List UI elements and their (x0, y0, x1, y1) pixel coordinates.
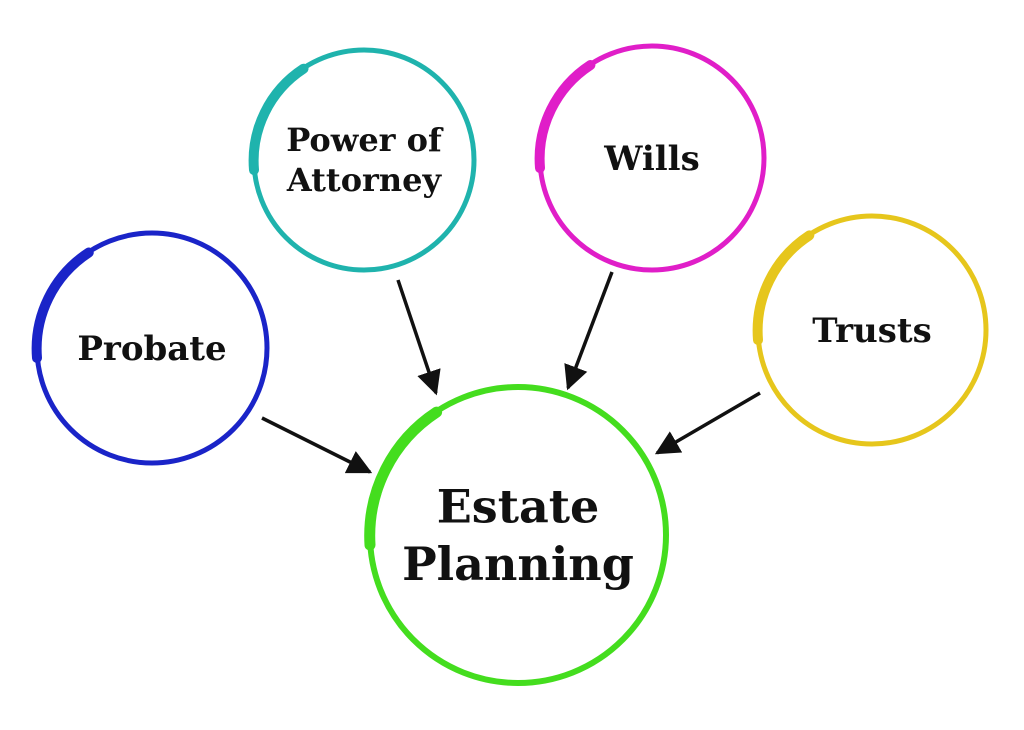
power-of-attorney-label: Power of (286, 121, 444, 159)
probate-arrow (261, 416, 373, 474)
power-of-attorney-brush-stroke (248, 63, 309, 175)
wills-arrow (564, 271, 614, 391)
wills-brush-stroke (534, 60, 596, 173)
probate-label: Probate (77, 329, 226, 369)
estate-planning-label: Estate (437, 479, 600, 533)
power-of-attorney-label: Attorney (286, 161, 443, 199)
probate-brush-stroke (31, 247, 94, 363)
trusts-arrow (654, 391, 761, 455)
wills-label: Wills (603, 139, 699, 179)
trusts-brush-stroke (752, 230, 815, 345)
estate-planning-label: Planning (402, 537, 634, 591)
trusts-label: Trusts (812, 311, 931, 351)
estate-planning-brush-stroke (364, 406, 443, 551)
power-of-attorney-arrow (396, 279, 441, 396)
